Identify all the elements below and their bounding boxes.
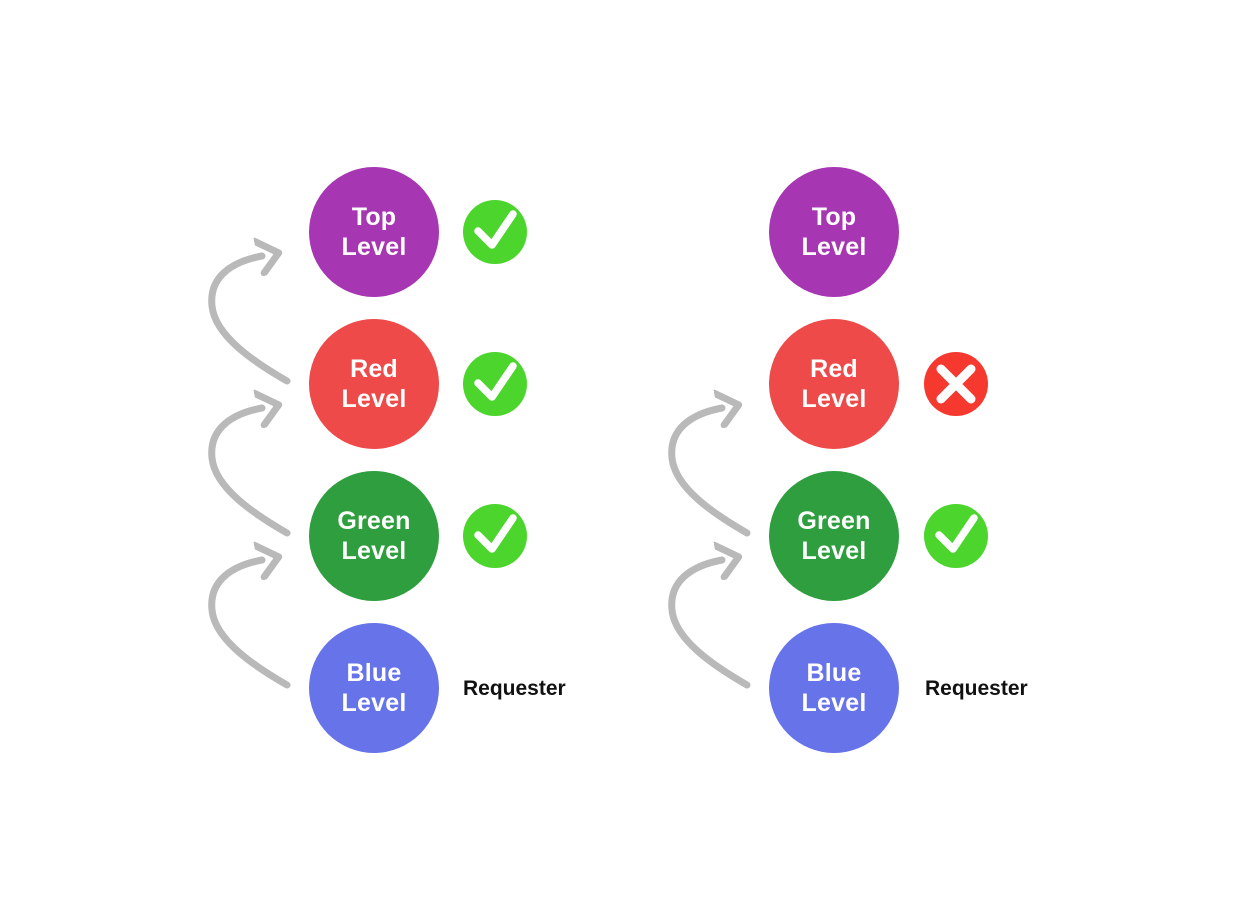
approved-badge-green-left xyxy=(463,504,527,568)
check-icon xyxy=(935,514,978,553)
node-top-level-left: Top Level xyxy=(309,167,439,297)
arrow-blue-to-green-right xyxy=(668,560,751,689)
node-label: Red Level xyxy=(801,355,867,413)
approved-badge-red-left xyxy=(463,352,527,416)
arrow-green-to-red-right xyxy=(668,408,751,537)
arrow-red-to-top-left xyxy=(208,256,291,385)
node-label: Blue Level xyxy=(341,659,407,717)
node-red-level-right: Red Level xyxy=(769,319,899,449)
node-label: Blue Level xyxy=(801,659,867,717)
check-icon xyxy=(474,210,517,249)
check-icon xyxy=(474,514,517,553)
node-red-level-left: Red Level xyxy=(309,319,439,449)
node-green-level-left: Green Level xyxy=(309,471,439,601)
arrow-green-to-red-left xyxy=(208,408,291,537)
node-label: Top Level xyxy=(801,203,867,261)
approved-badge-top-left xyxy=(463,200,527,264)
approved-badge-green-right xyxy=(924,504,988,568)
check-icon xyxy=(474,362,517,401)
cross-icon xyxy=(936,364,976,404)
node-label: Green Level xyxy=(797,507,871,565)
node-label: Green Level xyxy=(337,507,411,565)
node-top-level-right: Top Level xyxy=(769,167,899,297)
node-green-level-right: Green Level xyxy=(769,471,899,601)
requester-label-left: Requester xyxy=(463,677,566,700)
arrow-blue-to-green-left xyxy=(208,560,291,689)
node-label: Red Level xyxy=(341,355,407,413)
node-blue-level-left: Blue Level xyxy=(309,623,439,753)
requester-label-right: Requester xyxy=(925,677,1028,700)
rejected-badge-red-right xyxy=(924,352,988,416)
node-blue-level-right: Blue Level xyxy=(769,623,899,753)
node-label: Top Level xyxy=(341,203,407,261)
